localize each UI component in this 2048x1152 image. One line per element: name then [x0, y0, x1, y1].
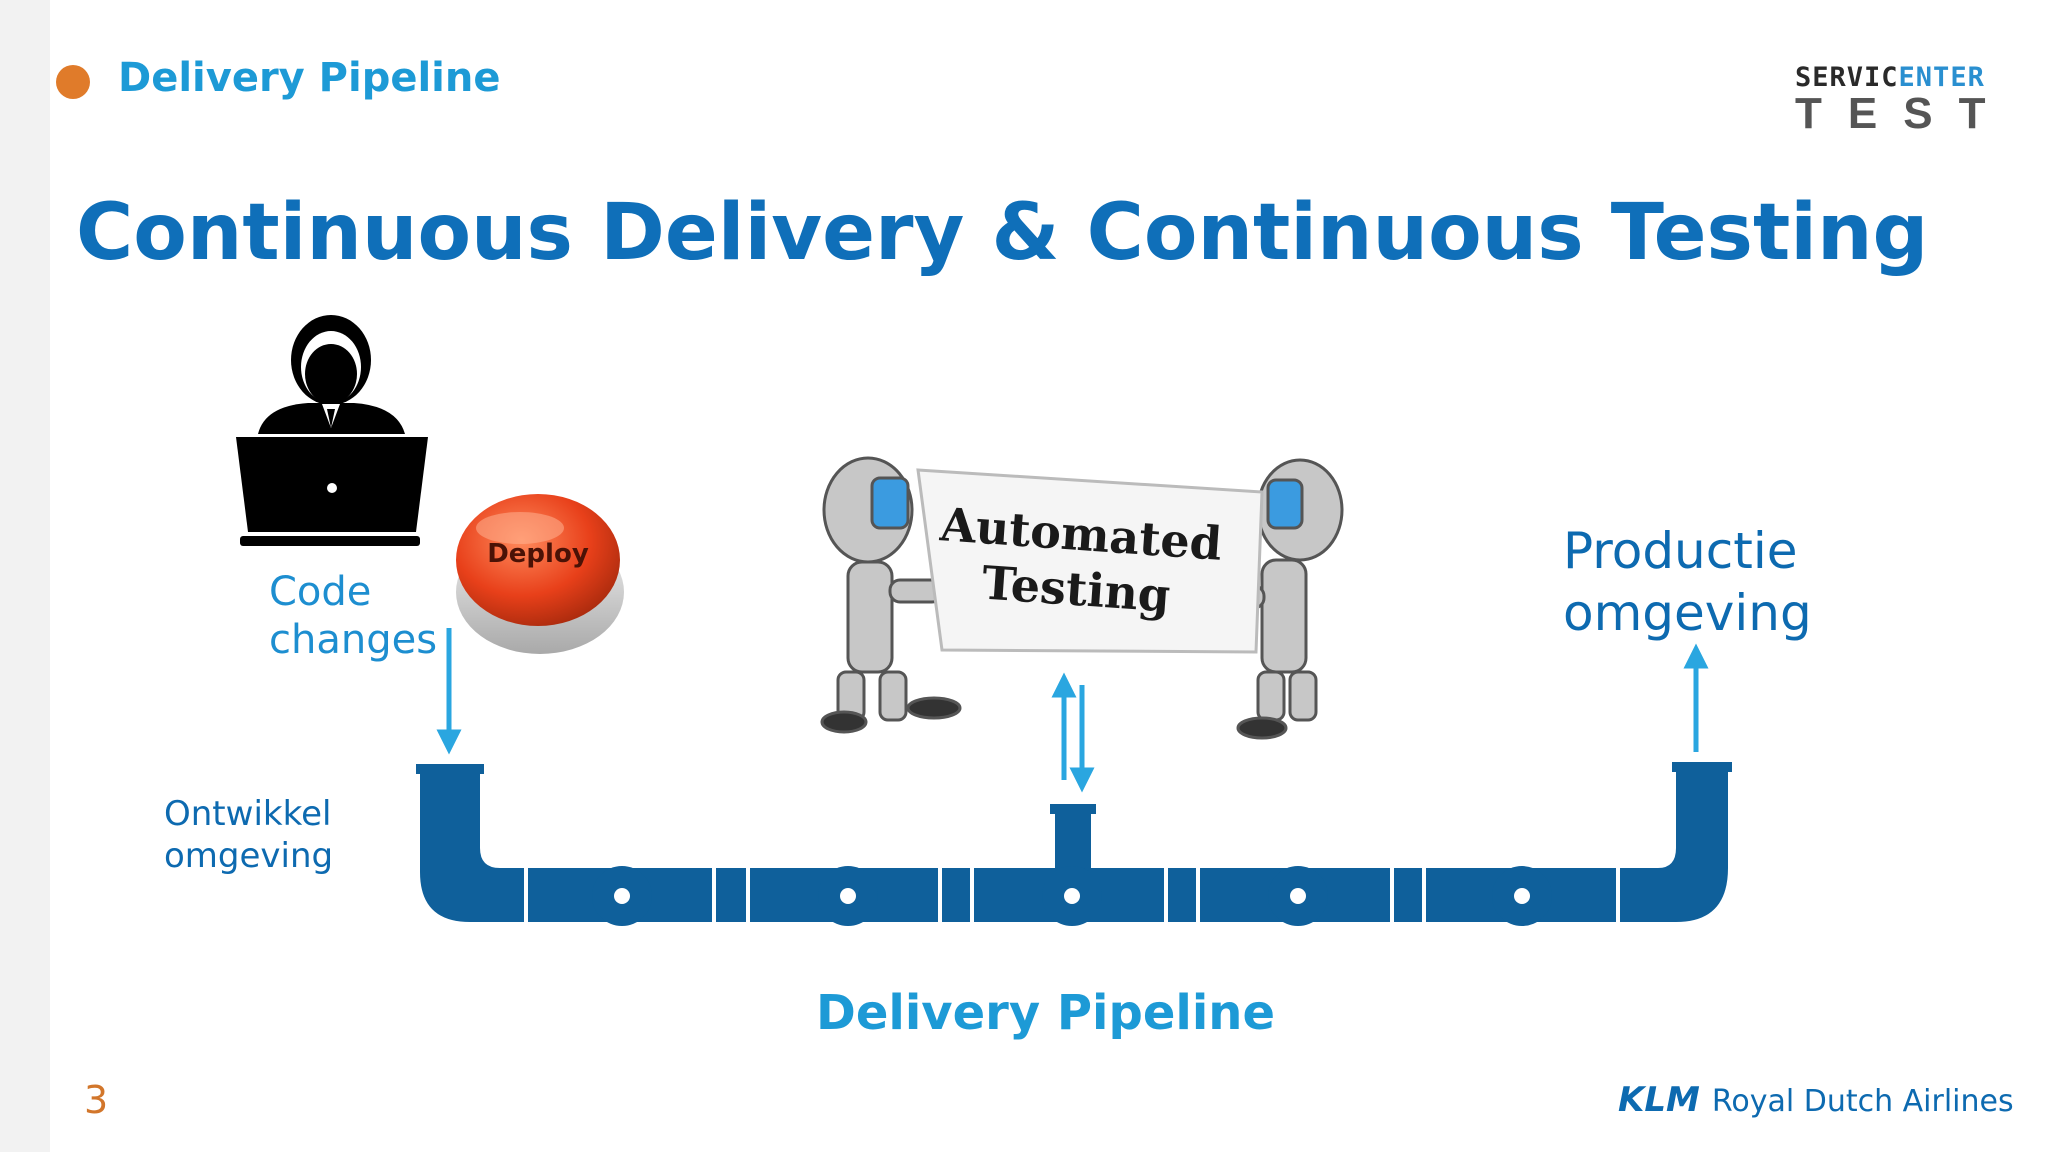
section-title: Delivery Pipeline [118, 55, 501, 101]
ontwikkel-line2: omgeving [164, 836, 334, 876]
pipe-bolts [614, 888, 1530, 904]
klm-logo: KLM Royal Dutch Airlines [1618, 1080, 2014, 1120]
code-changes-line1: Code [269, 569, 372, 615]
code-changes-label: Code changes [269, 568, 437, 664]
page-number: 3 [84, 1078, 109, 1122]
bullet-dot [56, 65, 90, 99]
klm-brand: KLM [1618, 1080, 1700, 1120]
deploy-label: Deploy [487, 539, 589, 569]
ontwikkel-omgeving-label: Ontwikkel omgeving [164, 793, 333, 877]
developer-laptop-icon [236, 315, 428, 546]
klm-airline-name: Royal Dutch Airlines [1711, 1084, 2014, 1119]
productie-line2: omgeving [1563, 584, 1812, 642]
slide-title: Continuous Delivery & Continuous Testing [76, 188, 1929, 278]
pipe-joints [524, 864, 1620, 926]
logo-bottom: TEST [1795, 89, 2012, 138]
deploy-button [456, 494, 624, 654]
pipeline-caption: Delivery Pipeline [816, 985, 1275, 1041]
productie-omgeving-label: Productie omgeving [1563, 520, 1812, 644]
servicenter-test-logo: SERVICENTER TEST [1795, 62, 2015, 139]
logo-top-part2: ENTER [1898, 62, 1985, 93]
automated-testing-banner [916, 468, 1264, 654]
logo-top-part1: SERVIC [1795, 62, 1899, 93]
productie-line1: Productie [1563, 522, 1798, 580]
ontwikkel-line1: Ontwikkel [164, 794, 332, 834]
code-changes-line2: changes [269, 617, 438, 663]
left-robot [820, 456, 962, 734]
banner-line2: Testing [980, 556, 1172, 623]
